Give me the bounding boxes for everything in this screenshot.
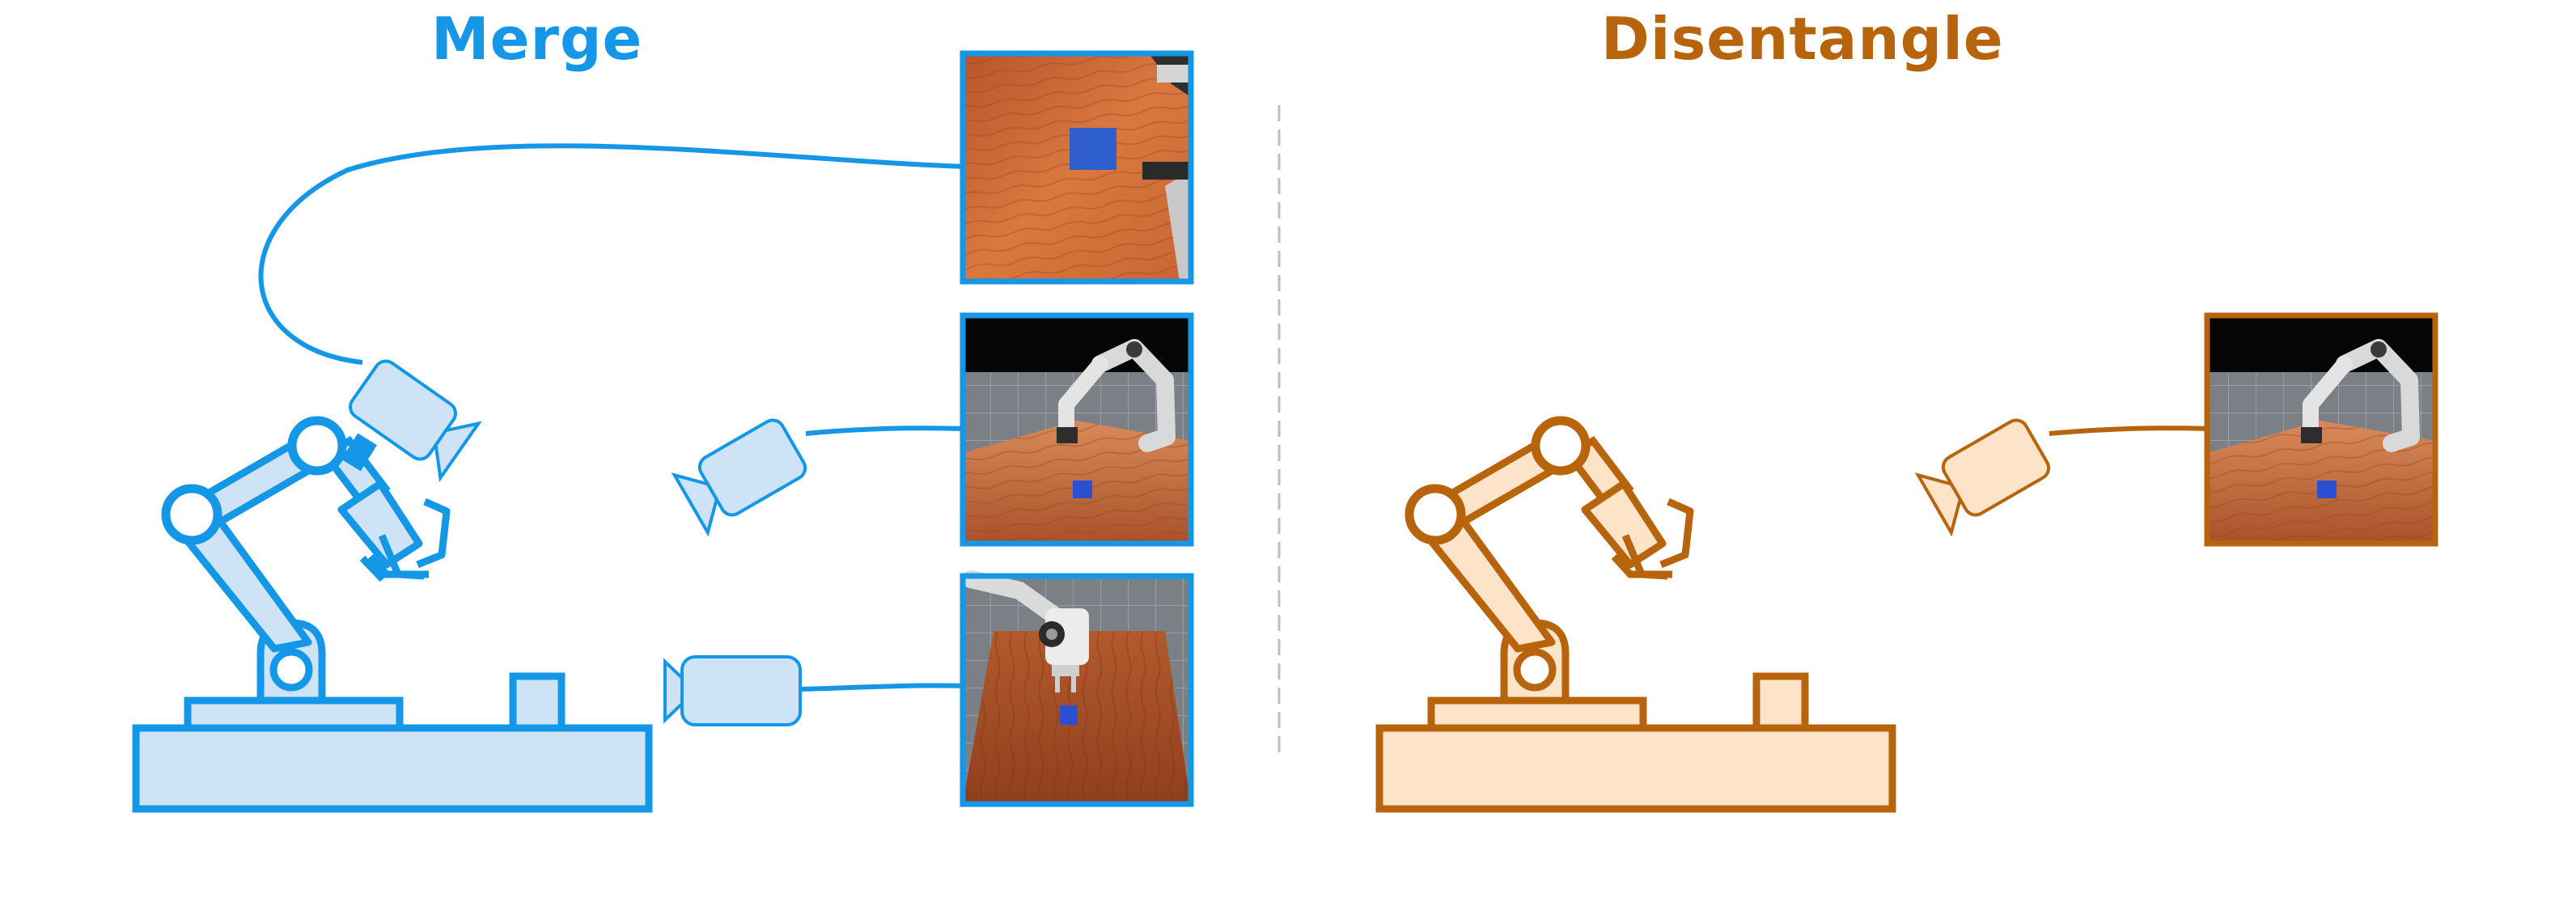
camera-icon — [671, 418, 807, 537]
cube-icon — [1752, 672, 1809, 732]
wrist-camera-view — [960, 50, 1194, 285]
connector-line — [801, 683, 966, 692]
robot-arm-icon — [161, 416, 451, 705]
cube-icon — [509, 672, 566, 732]
disentangle-title: Disentangle — [1601, 5, 2004, 73]
robot-arm-icon — [1405, 416, 1694, 705]
camera-icon — [663, 655, 802, 726]
front-camera-view — [2204, 312, 2438, 547]
connector-line — [258, 143, 966, 365]
table-icon — [132, 696, 653, 813]
camera-icon — [349, 359, 482, 483]
merge-title: Merge — [431, 5, 643, 73]
connector-line — [805, 425, 966, 436]
table-icon — [1375, 696, 1896, 813]
disentangle-panel — [1375, 312, 2438, 813]
merge-panel — [132, 50, 1194, 813]
connector-line — [2049, 425, 2211, 436]
front-camera-view — [960, 312, 1194, 547]
camera-icon — [1914, 418, 2051, 537]
top-camera-view — [960, 570, 1194, 807]
